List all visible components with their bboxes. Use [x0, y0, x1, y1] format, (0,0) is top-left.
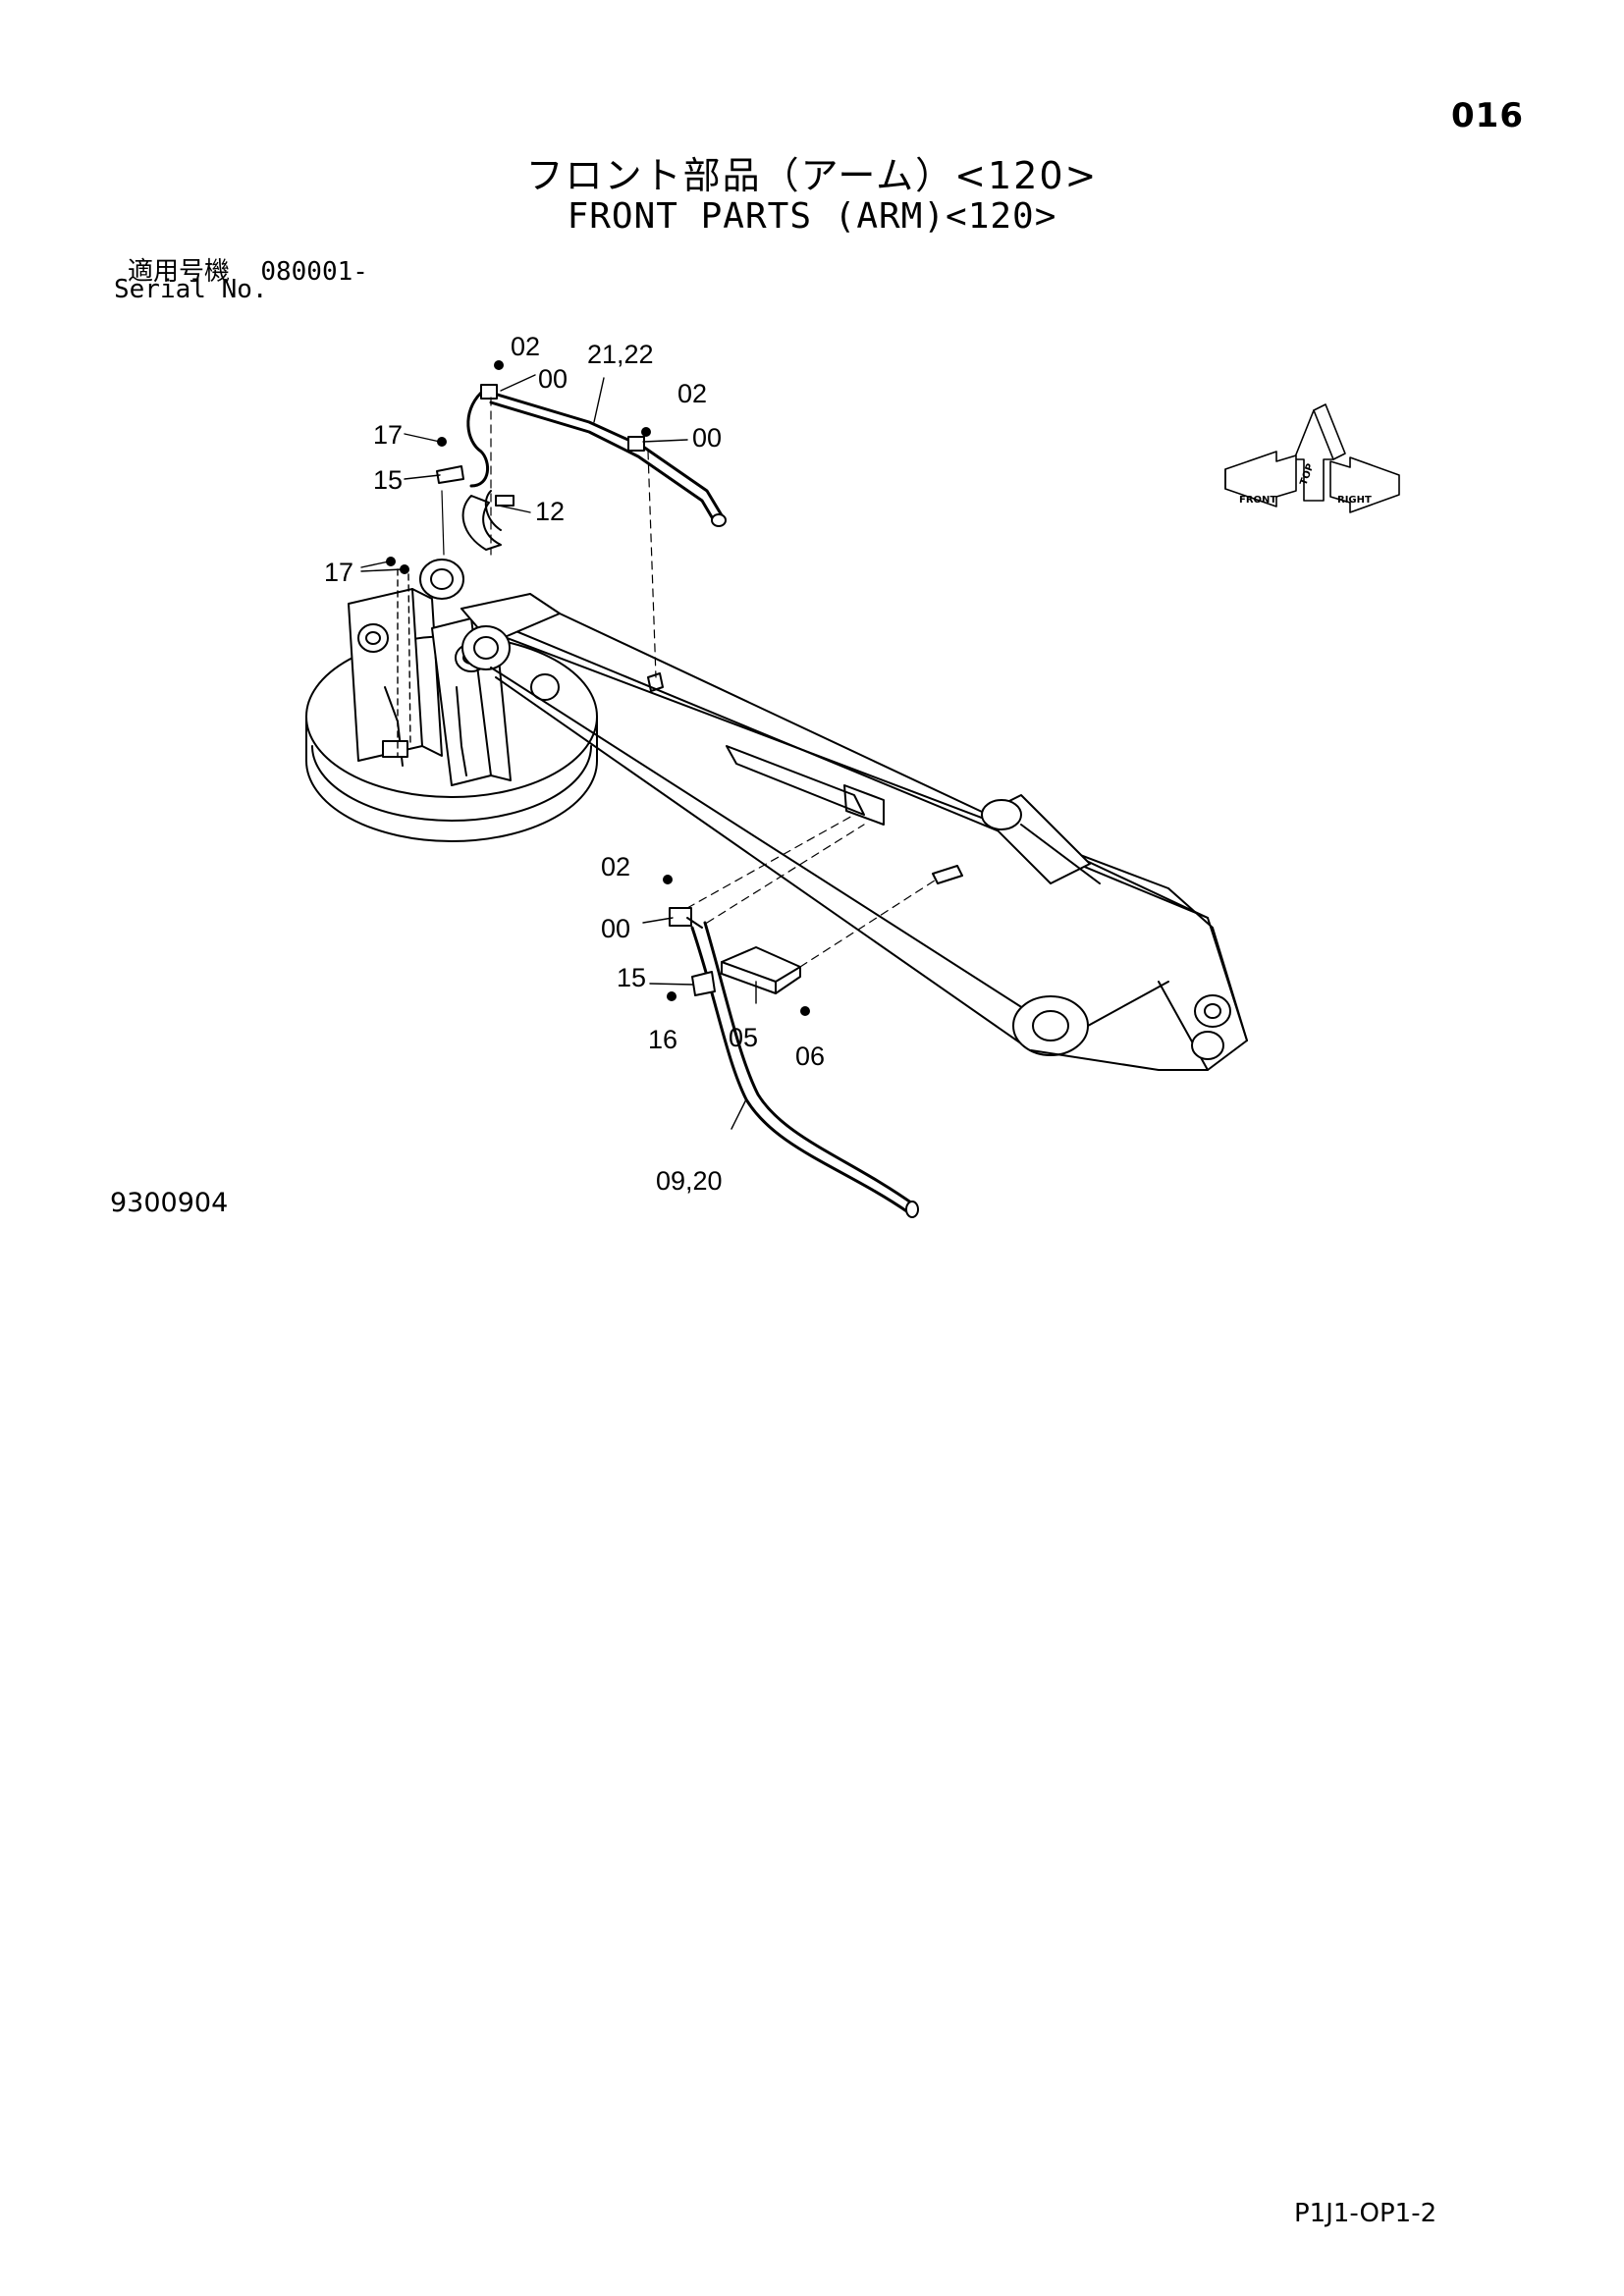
callout-17-left: 17: [324, 558, 353, 587]
callout-00-low: 00: [601, 914, 630, 943]
callout-15-top: 15: [373, 465, 403, 495]
serial-line-japanese: 適用号機 080001-: [128, 251, 368, 288]
leader-lines: [360, 374, 757, 1130]
callout-02-top: 02: [511, 332, 540, 361]
document-code: P1J1-OP1-2: [1294, 2199, 1437, 2228]
callout-12: 12: [535, 497, 565, 526]
title-english: FRONT PARTS (ARM)<120>: [567, 196, 1057, 237]
title-japanese: フロント部品（アーム）<120>: [525, 154, 1099, 197]
orientation-indicator: TOP FRONT RIGHT: [1224, 403, 1400, 513]
orientation-front-label: FRONT: [1239, 495, 1276, 506]
lower-hose-assembly: [669, 814, 939, 1218]
callout-17-top: 17: [373, 420, 403, 450]
callout-16: 16: [648, 1025, 677, 1054]
orientation-right-label: RIGHT: [1337, 495, 1372, 506]
serial-value: 080001-: [260, 257, 368, 287]
drawing-number: 9300904: [110, 1188, 229, 1218]
callout-00-mid: 00: [692, 423, 722, 453]
callout-09-20: 09,20: [656, 1166, 723, 1196]
callout-02-low: 02: [601, 852, 630, 881]
callout-06: 06: [795, 1041, 825, 1071]
upper-hose-assembly: [436, 384, 727, 678]
page-number: 016: [1451, 96, 1524, 135]
fasteners: [386, 360, 810, 1016]
callout-00-top: 00: [538, 364, 568, 394]
callout-05: 05: [729, 1023, 758, 1052]
callout-labels: 02 00 21,22 02 00 17 15 12 17 02 00 15 1…: [324, 332, 825, 1196]
callout-15-low: 15: [617, 963, 646, 992]
serial-label-japanese: 適用号機: [128, 257, 231, 287]
callout-02-mid: 02: [677, 379, 707, 408]
serial-label-english: Serial No.: [114, 275, 268, 304]
callout-21-22: 21,22: [587, 340, 654, 369]
arm-beam: [419, 559, 1248, 1071]
